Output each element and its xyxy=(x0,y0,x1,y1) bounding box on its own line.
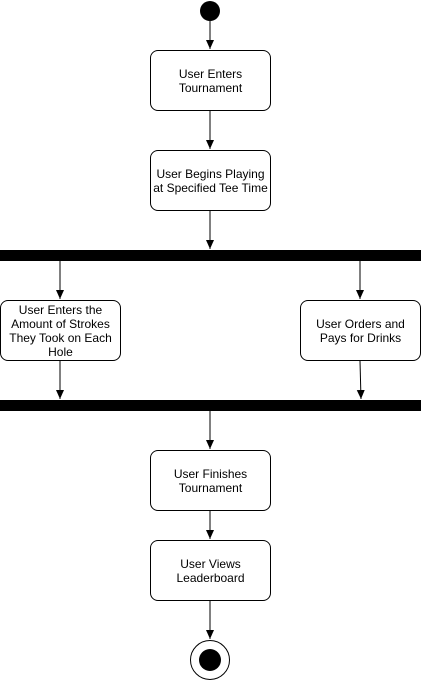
end-node xyxy=(199,649,221,671)
fork-bar xyxy=(0,250,421,261)
node-order-drinks: User Orders and Pays for Drinks xyxy=(300,300,421,361)
join-bar xyxy=(0,400,421,411)
start-node xyxy=(200,1,220,21)
node-finish-tournament: User Finishes Tournament xyxy=(150,450,271,511)
node-enter-tournament: User Enters Tournament xyxy=(150,50,271,111)
node-begin-playing: User Begins Playing at Specified Tee Tim… xyxy=(150,150,271,211)
node-enter-strokes: User Enters the Amount of Strokes They T… xyxy=(0,300,121,361)
node-view-leaderboard: User Views Leaderboard xyxy=(150,540,271,601)
edge-order-drinks-to-join xyxy=(356,360,365,400)
